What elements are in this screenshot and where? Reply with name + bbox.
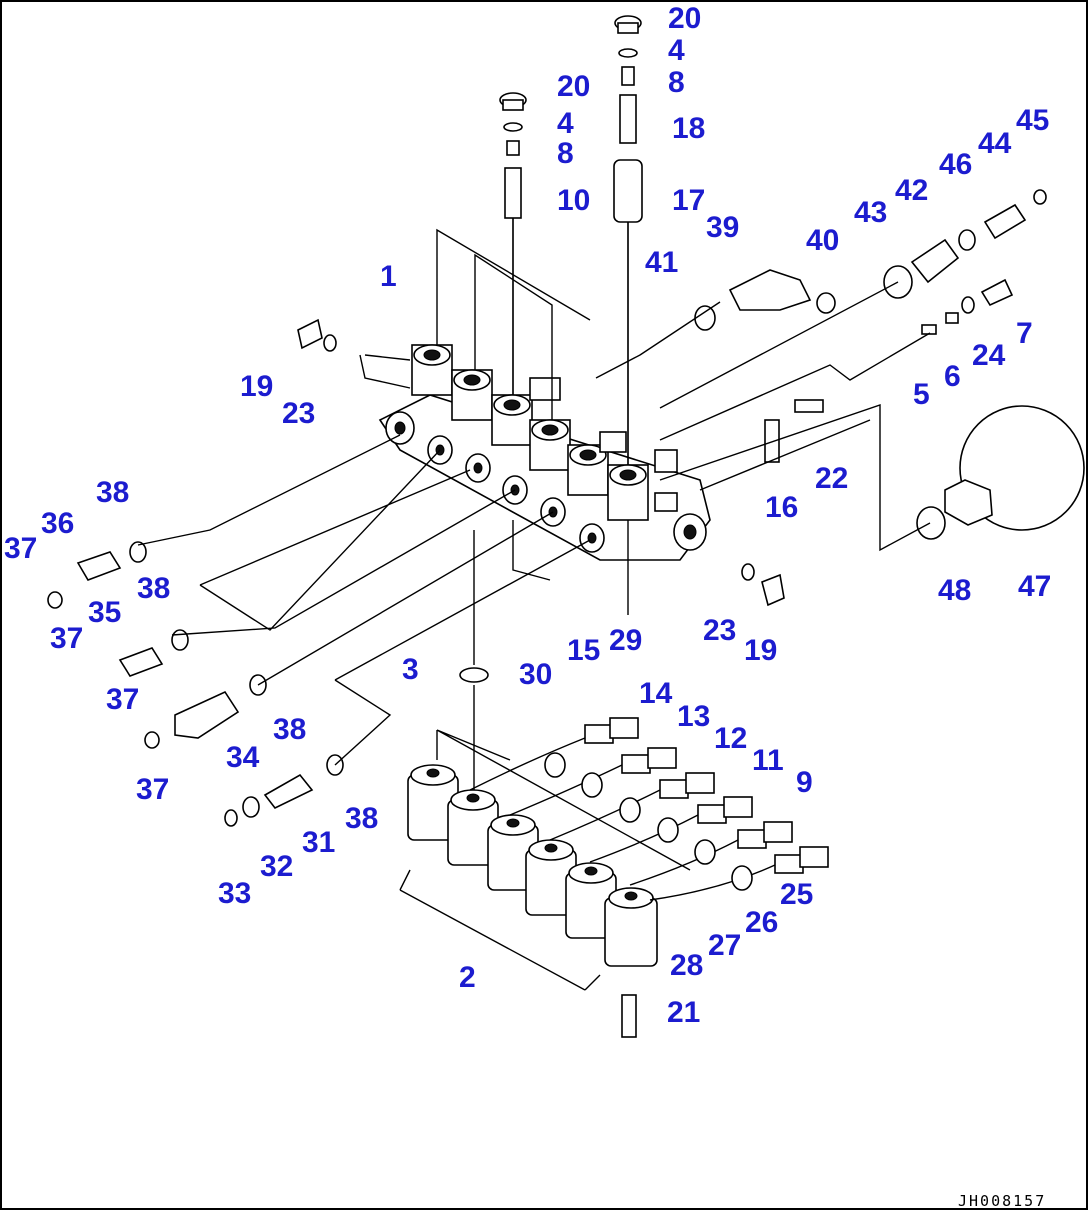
callout-4: 4 [557, 107, 574, 140]
callout-33: 33 [218, 877, 251, 910]
callout-38: 38 [137, 572, 170, 605]
fittings-left [47, 318, 785, 1038]
callout-21: 21 [667, 996, 700, 1029]
callout-5: 5 [913, 378, 930, 411]
callout-32: 32 [260, 850, 293, 883]
callout-37: 37 [50, 622, 83, 655]
callout-34: 34 [226, 741, 260, 774]
callout-23: 23 [703, 614, 736, 647]
callout-20: 20 [557, 70, 590, 103]
callout-37: 37 [4, 532, 37, 565]
callout-45: 45 [1016, 104, 1049, 137]
callout-39: 39 [706, 211, 739, 244]
callout-19: 19 [744, 634, 777, 667]
callout-3: 3 [402, 653, 419, 686]
callout-8: 8 [668, 66, 685, 99]
callout-8: 8 [557, 137, 574, 170]
callout-31: 31 [302, 826, 335, 859]
callout-11: 11 [752, 744, 784, 777]
callout-27: 27 [708, 929, 741, 962]
callout-25: 25 [780, 878, 813, 911]
callout-15: 15 [567, 634, 600, 667]
callout-48: 48 [938, 574, 971, 607]
callout-30: 30 [519, 658, 552, 691]
callout-28: 28 [670, 949, 703, 982]
callout-12: 12 [714, 722, 747, 755]
callout-26: 26 [745, 906, 778, 939]
wire-harness [469, 717, 829, 901]
callout-44: 44 [978, 127, 1012, 160]
callout-46: 46 [939, 148, 972, 181]
callout-37: 37 [136, 773, 169, 806]
callout-24: 24 [972, 339, 1006, 372]
callout-9: 9 [796, 766, 813, 799]
callout-20: 20 [668, 2, 701, 35]
callout-38: 38 [273, 713, 306, 746]
callout-1: 1 [380, 260, 397, 293]
callout-37: 37 [106, 683, 139, 716]
callout-4: 4 [668, 34, 685, 67]
callout-43: 43 [854, 196, 887, 229]
guide-lines [137, 218, 931, 871]
callout-22: 22 [815, 462, 848, 495]
callout-40: 40 [806, 224, 839, 257]
callout-38: 38 [345, 802, 378, 835]
callout-18: 18 [672, 112, 705, 145]
callout-17: 17 [672, 184, 705, 217]
callout-6: 6 [944, 360, 961, 393]
callout-42: 42 [895, 174, 928, 207]
callout-41: 41 [645, 246, 678, 279]
solenoid-stack [399, 764, 658, 991]
callout-36: 36 [41, 507, 74, 540]
callout-7: 7 [1016, 317, 1033, 350]
callout-47: 47 [1018, 570, 1051, 603]
callout-2: 2 [459, 961, 476, 994]
callout-19: 19 [240, 370, 273, 403]
callout-23: 23 [282, 397, 315, 430]
callout-35: 35 [88, 596, 121, 629]
callout-14: 14 [639, 677, 673, 710]
callout-29: 29 [609, 624, 642, 657]
callout-10: 10 [557, 184, 590, 217]
callout-13: 13 [677, 700, 710, 733]
callout-38: 38 [96, 476, 129, 509]
callout-16: 16 [765, 491, 798, 524]
drawing-reference-code: JH008157 [958, 1192, 1046, 1210]
accumulator [916, 405, 1085, 540]
